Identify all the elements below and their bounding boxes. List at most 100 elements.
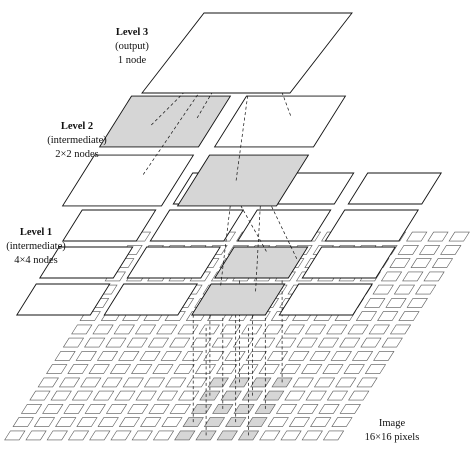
image-pixel: [326, 390, 349, 401]
image-pixel: [33, 417, 56, 427]
image-pixel: [152, 364, 174, 374]
image-pixel: [266, 351, 289, 361]
image-pixel: [237, 364, 259, 374]
image-pixel: [224, 351, 246, 361]
image-pixel: [309, 351, 331, 361]
level1-node: [126, 246, 222, 279]
image-pixel: [318, 404, 340, 414]
image-pixel: [373, 351, 395, 361]
image-pixel: [134, 324, 157, 335]
image-pixel: [165, 377, 187, 388]
image-pixel: [418, 245, 441, 255]
image-label-count: 16×16 pixels: [365, 432, 420, 443]
level2-node-grid: [61, 95, 347, 207]
image-pixel: [356, 377, 378, 388]
image-pixel: [12, 417, 34, 427]
image-pixel: [177, 324, 199, 335]
image-pixel: [301, 430, 323, 441]
image-pixel: [46, 364, 68, 374]
level3-label-desc: (output): [115, 41, 149, 52]
image-pixel: [364, 298, 386, 308]
image-pixel: [232, 337, 255, 348]
image-pixel: [283, 324, 305, 335]
image-pixel: [377, 311, 399, 321]
image-pixel: [216, 364, 238, 374]
image-pixel: [96, 351, 119, 361]
image-pixel: [46, 430, 68, 441]
level1-node: [324, 209, 420, 242]
image-pixel-highlighted: [220, 390, 242, 401]
image-to-level1-connectors: [192, 272, 283, 436]
image-pixel-highlighted: [207, 377, 229, 388]
image-pixel: [71, 324, 93, 335]
image-pixel: [280, 430, 302, 441]
image-pixel: [331, 417, 353, 427]
image-pixel: [284, 390, 306, 401]
image-pixel: [301, 364, 323, 374]
image-pixel: [339, 404, 361, 414]
level3-node-grid: [141, 12, 353, 94]
image-pixel: [279, 364, 302, 374]
image-pixel: [105, 337, 127, 348]
image-pixel: [114, 390, 136, 401]
image-pixel: [288, 417, 311, 427]
image-pixel: [380, 271, 403, 282]
image-pixel: [169, 404, 191, 414]
image-pixel: [410, 258, 432, 268]
level1-node: [61, 209, 157, 242]
image-label-name: Image: [379, 418, 406, 429]
image-pixel: [126, 337, 148, 348]
image-pixel: [113, 324, 135, 335]
image-pixel: [84, 404, 106, 414]
level2-label-desc: (intermediate): [47, 135, 107, 146]
image-pixel: [385, 298, 407, 308]
image-pixel: [101, 377, 123, 388]
level2-label: Level 2 (intermediate) 2×2 nodes: [47, 121, 107, 160]
image-pixel: [406, 231, 428, 242]
image-pixel: [109, 364, 132, 374]
image-pixel: [173, 364, 195, 374]
level1-node-highlighted: [213, 246, 309, 279]
image-pixel: [427, 231, 449, 242]
image-pixel: [415, 284, 437, 295]
image-pixel: [389, 324, 412, 335]
image-pixel: [398, 311, 420, 321]
image-pixel: [178, 390, 200, 401]
level2-node: [213, 95, 347, 148]
image-pixel: [127, 404, 149, 414]
image-pixel: [322, 430, 345, 441]
image-pixel-highlighted: [203, 417, 226, 427]
image-pixel: [258, 364, 280, 374]
image-pixel: [431, 258, 454, 268]
image-pixel: [211, 337, 233, 348]
image-pixel: [88, 364, 110, 374]
image-pixel: [288, 351, 310, 361]
level1-node: [15, 283, 111, 316]
image-pixel: [351, 351, 374, 361]
level1-label-count: 4×4 nodes: [14, 255, 58, 266]
image-pixel-highlighted: [263, 390, 285, 401]
level3-label-name: Level 3: [116, 27, 148, 38]
image-pixel: [118, 417, 141, 427]
level1-node: [278, 283, 374, 316]
image-pixel: [147, 337, 170, 348]
image-pixel: [448, 231, 470, 242]
image-pixel: [152, 430, 175, 441]
image-pixel: [347, 324, 369, 335]
level2-connector: [142, 86, 204, 175]
image-pixel: [245, 351, 267, 361]
image-pixel: [143, 377, 166, 388]
image-pixel: [275, 404, 298, 414]
image-pixel: [275, 337, 297, 348]
image-pixel: [67, 364, 89, 374]
image-pixel: [355, 311, 378, 321]
image-pixel: [29, 390, 51, 401]
image-pixel: [55, 417, 77, 427]
image-pixel: [169, 337, 191, 348]
image-pixel: [203, 351, 225, 361]
image-pixel: [161, 417, 183, 427]
image-pixel: [360, 337, 382, 348]
image-pixel: [313, 377, 336, 388]
image-pixel: [25, 430, 47, 441]
image-pixel: [241, 324, 263, 335]
